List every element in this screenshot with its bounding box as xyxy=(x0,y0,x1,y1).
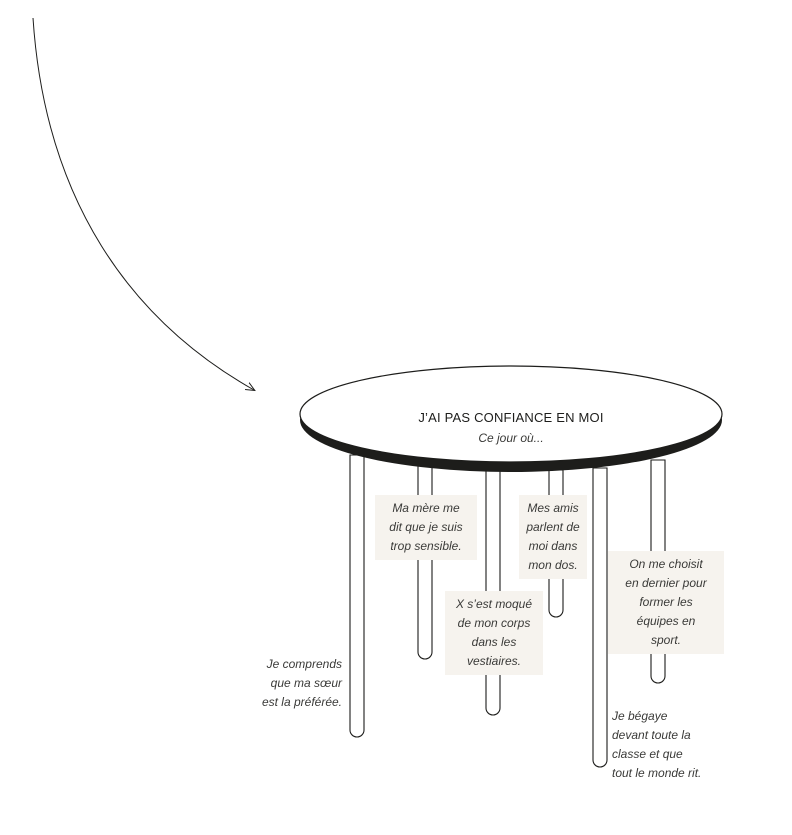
memory-note: X s’est moqué de mon corps dans les vest… xyxy=(445,591,543,675)
table-subtitle: Ce jour où... xyxy=(478,431,544,445)
memory-note: On me choisit en dernier pour former les… xyxy=(608,551,724,654)
curved-arrow xyxy=(32,17,254,390)
tabletop xyxy=(299,365,723,463)
table-leg xyxy=(592,467,608,768)
memory-note: Je comprends que ma sœur est la préférée… xyxy=(261,657,342,709)
memory-note: Je bégaye devant toute la classe et que … xyxy=(612,709,702,780)
table-leg xyxy=(349,454,365,738)
memory-note: Ma mère me dit que je suis trop sensible… xyxy=(375,495,477,560)
memory-note: Mes amis parlent de moi dans mon dos. xyxy=(519,495,587,579)
table-title: J’AI PAS CONFIANCE EN MOI xyxy=(418,410,604,425)
